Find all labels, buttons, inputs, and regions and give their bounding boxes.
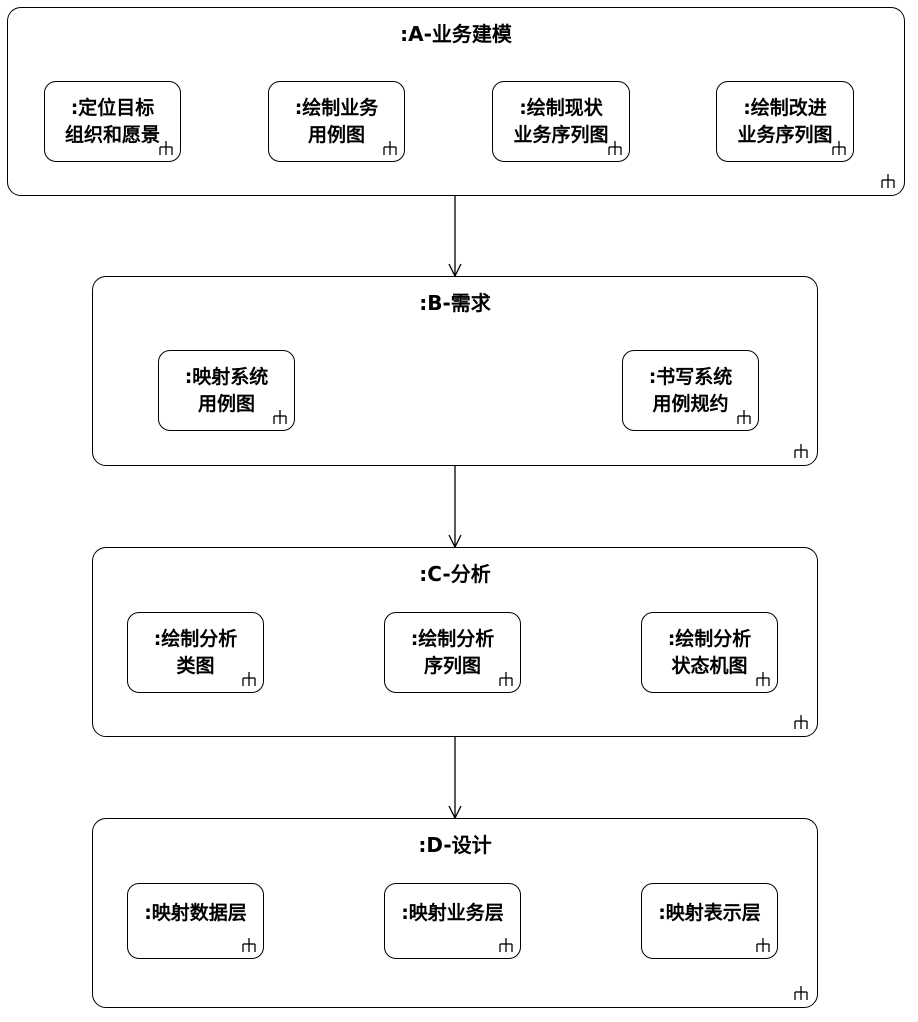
node-map-business-layer[interactable]: :映射业务层	[384, 883, 521, 959]
node-draw-business-usecase[interactable]: :绘制业务用例图	[268, 81, 405, 162]
node-draw-current-sequence[interactable]: :绘制现状业务序列图	[492, 81, 630, 162]
node-label: :绘制分析状态机图	[667, 627, 752, 677]
activity-rake-icon	[793, 443, 809, 459]
node-analysis-state-machine[interactable]: :绘制分析状态机图	[641, 612, 778, 693]
node-label: :映射业务层	[401, 901, 504, 924]
activity-rake-icon	[272, 409, 288, 425]
group-title: :C-分析	[419, 562, 491, 586]
group-title: :B-需求	[419, 291, 491, 315]
node-label: :定位目标组织和愿景	[64, 96, 160, 146]
activity-rake-icon	[793, 714, 809, 730]
node-label: :书写系统用例规约	[648, 365, 733, 415]
activity-rake-icon	[755, 671, 771, 687]
node-label: :绘制现状业务序列图	[513, 96, 609, 146]
node-define-goals[interactable]: :定位目标组织和愿景	[44, 81, 181, 162]
node-map-data-layer[interactable]: :映射数据层	[127, 883, 264, 959]
node-analysis-sequence-diagram[interactable]: :绘制分析序列图	[384, 612, 521, 693]
activity-rake-icon	[831, 140, 847, 156]
activity-rake-icon	[498, 937, 514, 953]
group-title: :D-设计	[418, 833, 492, 857]
activity-rake-icon	[382, 140, 398, 156]
node-label: :绘制分析类图	[153, 627, 238, 677]
activity-rake-icon	[607, 140, 623, 156]
node-label: :绘制业务用例图	[294, 96, 379, 146]
group-requirements: :B-需求 :映射系统用例图 :书写系统用例规约	[92, 276, 818, 466]
node-label: :映射数据层	[144, 901, 247, 924]
activity-rake-icon	[158, 140, 174, 156]
activity-rake-icon	[880, 173, 896, 189]
activity-rake-icon	[241, 671, 257, 687]
activity-rake-icon	[793, 985, 809, 1001]
node-map-system-usecase[interactable]: :映射系统用例图	[158, 350, 295, 431]
node-analysis-class-diagram[interactable]: :绘制分析类图	[127, 612, 264, 693]
node-write-usecase-spec[interactable]: :书写系统用例规约	[622, 350, 759, 431]
activity-rake-icon	[736, 409, 752, 425]
node-label: :绘制分析序列图	[410, 627, 495, 677]
node-label: :映射表示层	[658, 901, 761, 924]
activity-rake-icon	[755, 937, 771, 953]
activity-rake-icon	[498, 671, 514, 687]
group-title: :A-业务建模	[400, 22, 512, 46]
node-draw-improved-sequence[interactable]: :绘制改进业务序列图	[716, 81, 854, 162]
group-analysis: :C-分析 :绘制分析类图 :绘制分析序列图 :绘制分析状态机图	[92, 547, 818, 737]
activity-rake-icon	[241, 937, 257, 953]
node-label: :绘制改进业务序列图	[737, 96, 833, 146]
node-map-presentation-layer[interactable]: :映射表示层	[641, 883, 778, 959]
node-label: :映射系统用例图	[184, 365, 269, 415]
group-business-modeling: :A-业务建模 :定位目标组织和愿景 :绘制业务用例图 :绘制现状业务序列图 :…	[7, 7, 905, 196]
group-design: :D-设计 :映射数据层 :映射业务层 :映射表示层	[92, 818, 818, 1008]
